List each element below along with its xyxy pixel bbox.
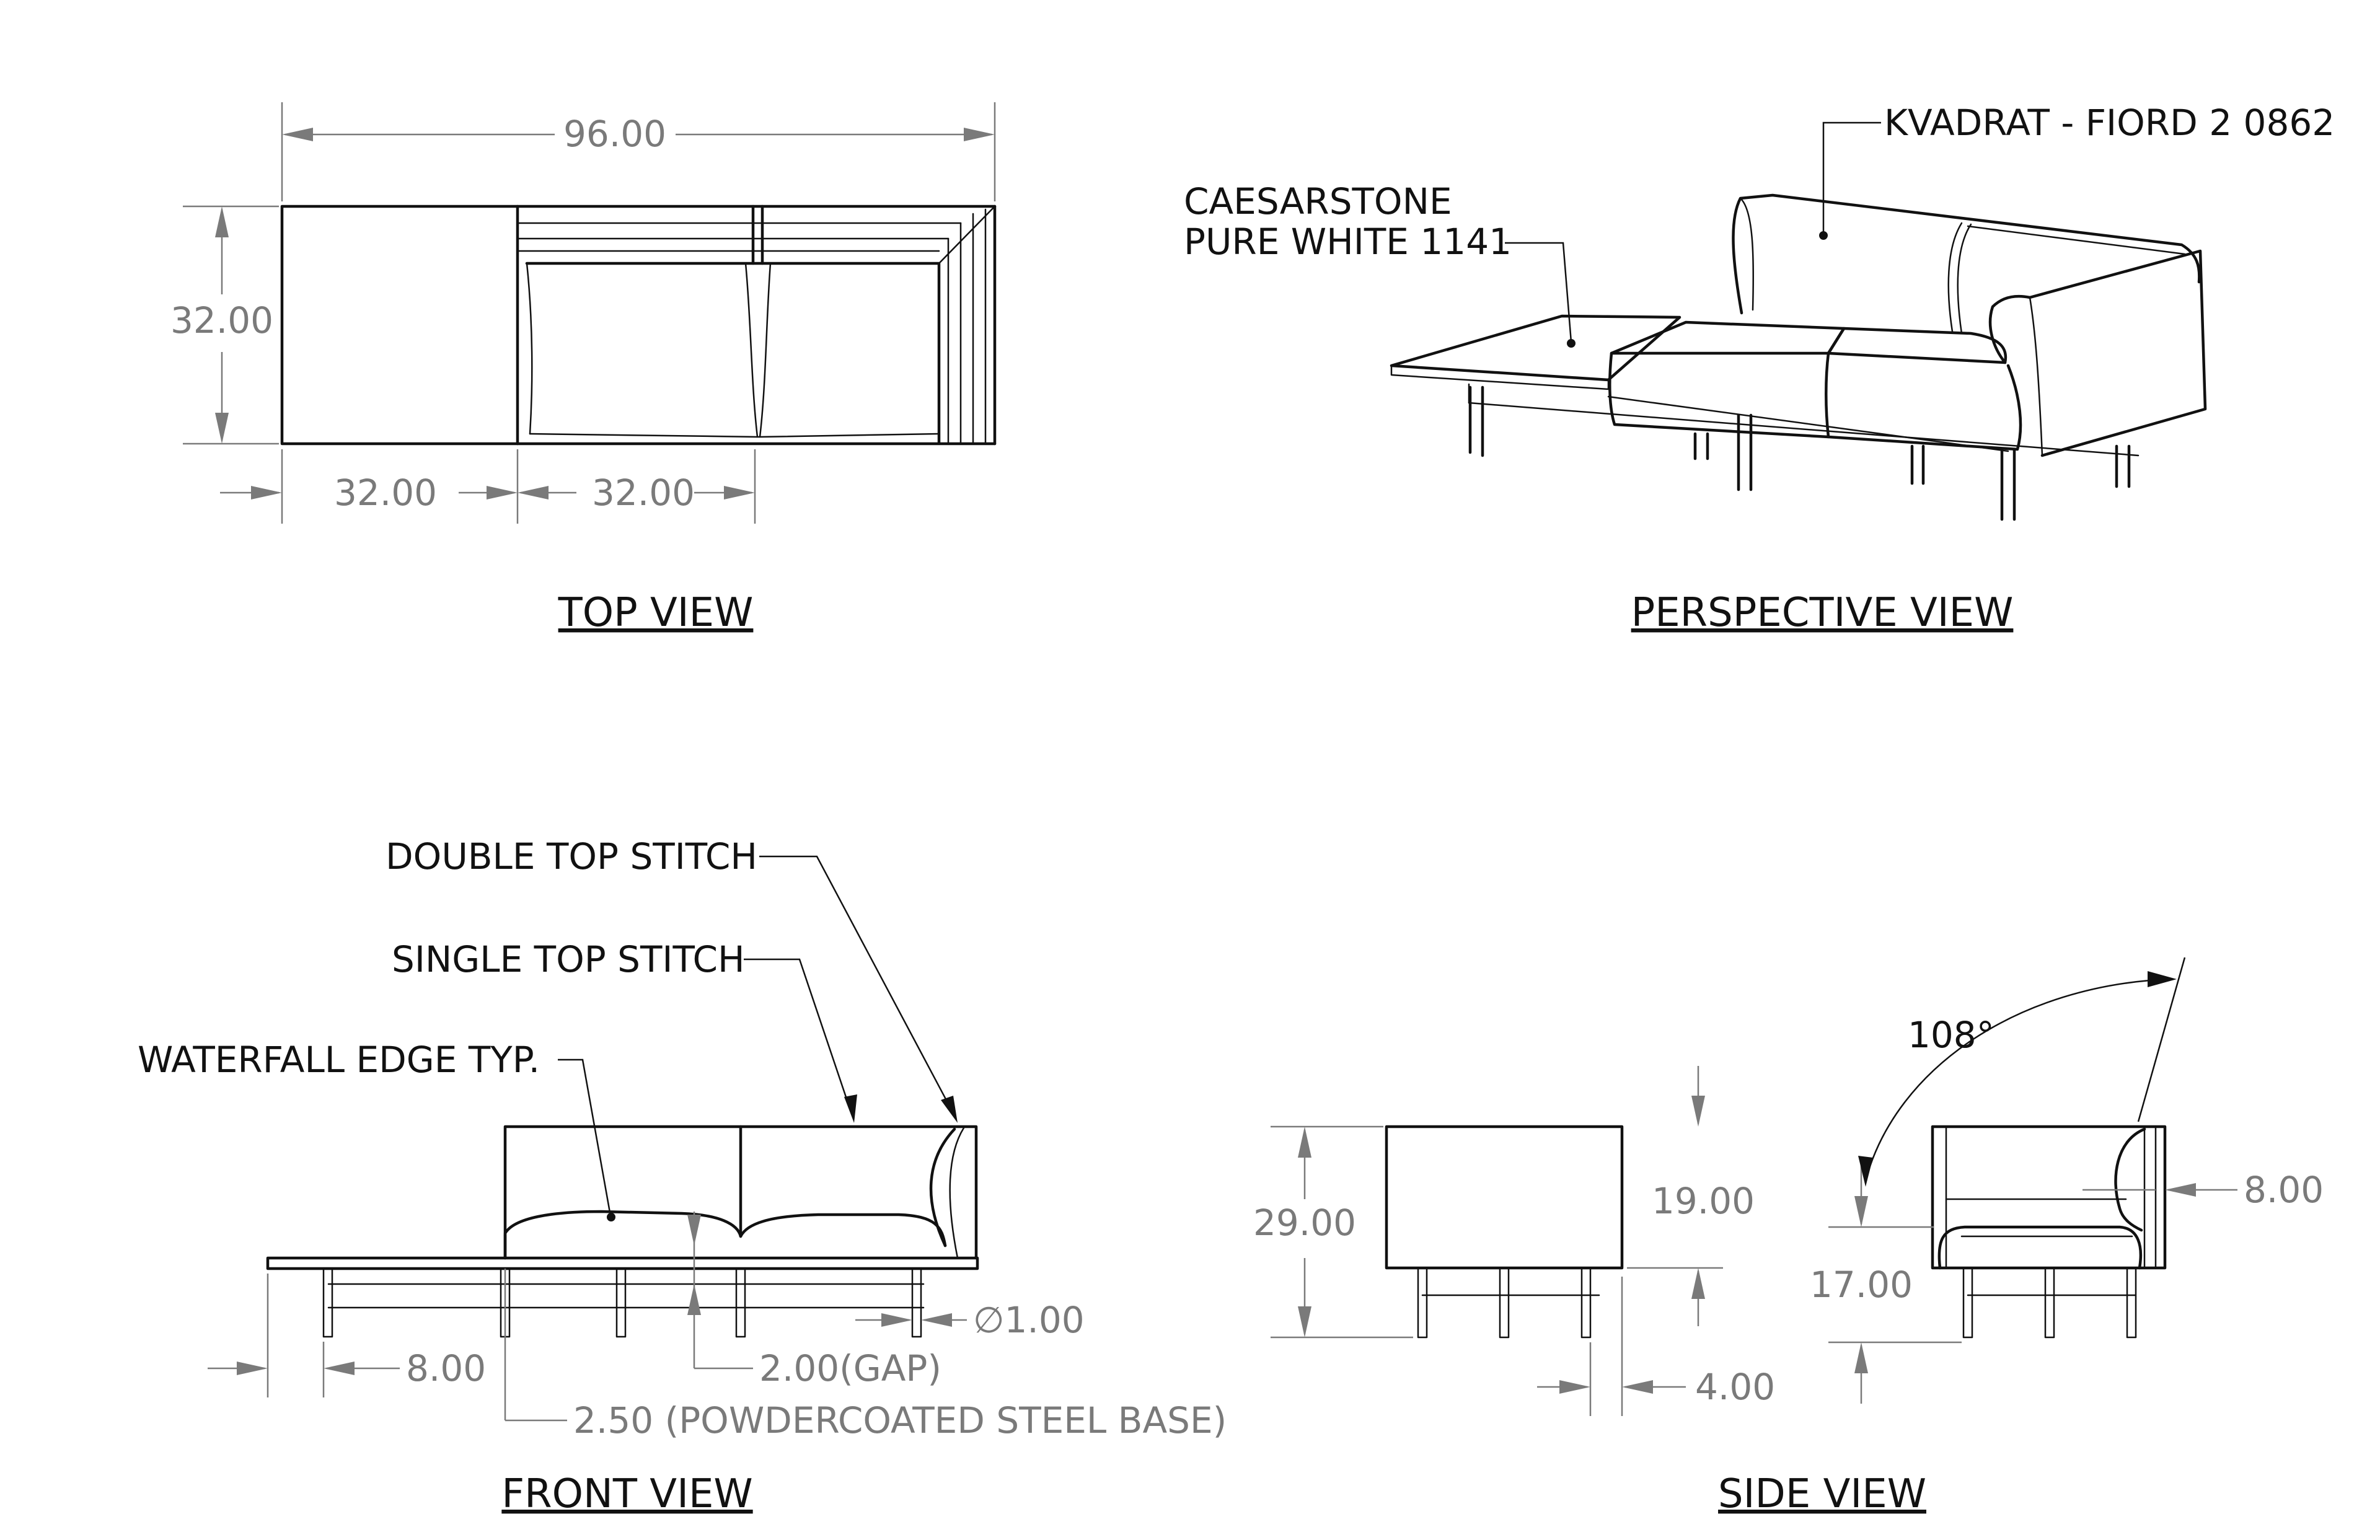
front-overhang-label: 8.00 <box>406 1347 486 1389</box>
perspective-view-title: PERSPECTIVE VIEW <box>1631 590 2014 636</box>
side-right-dimensions: 17.00 8.00 108° <box>1810 957 2324 1404</box>
top-width-dimension: 96.00 <box>281 102 996 201</box>
stone-callout: CAESARSTONE PURE WHITE 1141 <box>1184 180 1576 348</box>
side-arm-label: 8.00 <box>2244 1169 2324 1211</box>
perspective-view: KVADRAT - FIORD 2 0862 CAESARSTONE PURE … <box>1184 102 2335 636</box>
side-leg-label: 4.00 <box>1695 1366 1775 1408</box>
fabric-callout: KVADRAT - FIORD 2 0862 <box>1819 102 2335 240</box>
side-view: 29.00 19.00 4.00 <box>1253 957 2324 1517</box>
front-sofa <box>266 1125 979 1338</box>
side-height-label: 29.00 <box>1253 1202 1356 1244</box>
double-stitch-callout: DOUBLE TOP STITCH <box>386 835 958 1123</box>
stone-callout-line1: CAESARSTONE <box>1184 180 1452 222</box>
front-view-title: FRONT VIEW <box>501 1471 752 1517</box>
front-dimensions: 8.00 2.00(GAP) 2.50 (POWDERCOATED STEEL … <box>208 1212 1227 1441</box>
stone-callout-line2: PURE WHITE 1141 <box>1184 221 1512 263</box>
top-width-label: 96.00 <box>563 113 666 155</box>
top-depth-label: 32.00 <box>170 299 273 341</box>
side-seat-label: 17.00 <box>1810 1264 1913 1306</box>
front-base-label: 2.50 (POWDERCOATED STEEL BASE) <box>573 1399 1227 1441</box>
double-stitch-label: DOUBLE TOP STITCH <box>386 835 757 878</box>
side-view-title: SIDE VIEW <box>1718 1471 1926 1517</box>
side-back-label: 19.00 <box>1652 1180 1755 1222</box>
waterfall-callout: WATERFALL EDGE TYP. <box>138 1039 615 1221</box>
front-gap-label: 2.00(GAP) <box>759 1347 941 1389</box>
single-stitch-callout: SINGLE TOP STITCH <box>392 938 857 1123</box>
front-view: DOUBLE TOP STITCH SINGLE TOP STITCH WATE… <box>138 835 1227 1517</box>
side-left-dimensions: 29.00 19.00 4.00 <box>1253 1066 1775 1416</box>
top-depth-dimension: 32.00 <box>170 205 279 445</box>
top-table-label: 32.00 <box>334 472 437 514</box>
top-segment-dimensions: 32.00 32.00 <box>220 449 756 524</box>
top-view-title: TOP VIEW <box>558 590 754 636</box>
top-view-outline <box>280 205 997 446</box>
side-right-elevation <box>1931 1125 2167 1339</box>
side-left-elevation <box>1385 1125 1624 1339</box>
side-angle-label: 108° <box>1908 1014 1994 1056</box>
top-view: 96.00 32.00 32.00 32.00 TOP VIE <box>170 102 997 636</box>
fabric-callout-label: KVADRAT - FIORD 2 0862 <box>1884 102 2335 144</box>
single-stitch-label: SINGLE TOP STITCH <box>392 938 745 980</box>
waterfall-label: WATERFALL EDGE TYP. <box>138 1039 540 1081</box>
perspective-sofa <box>1390 193 2207 521</box>
top-seat-label: 32.00 <box>592 472 695 514</box>
front-leg-diameter-label: ∅1.00 <box>973 1299 1085 1341</box>
